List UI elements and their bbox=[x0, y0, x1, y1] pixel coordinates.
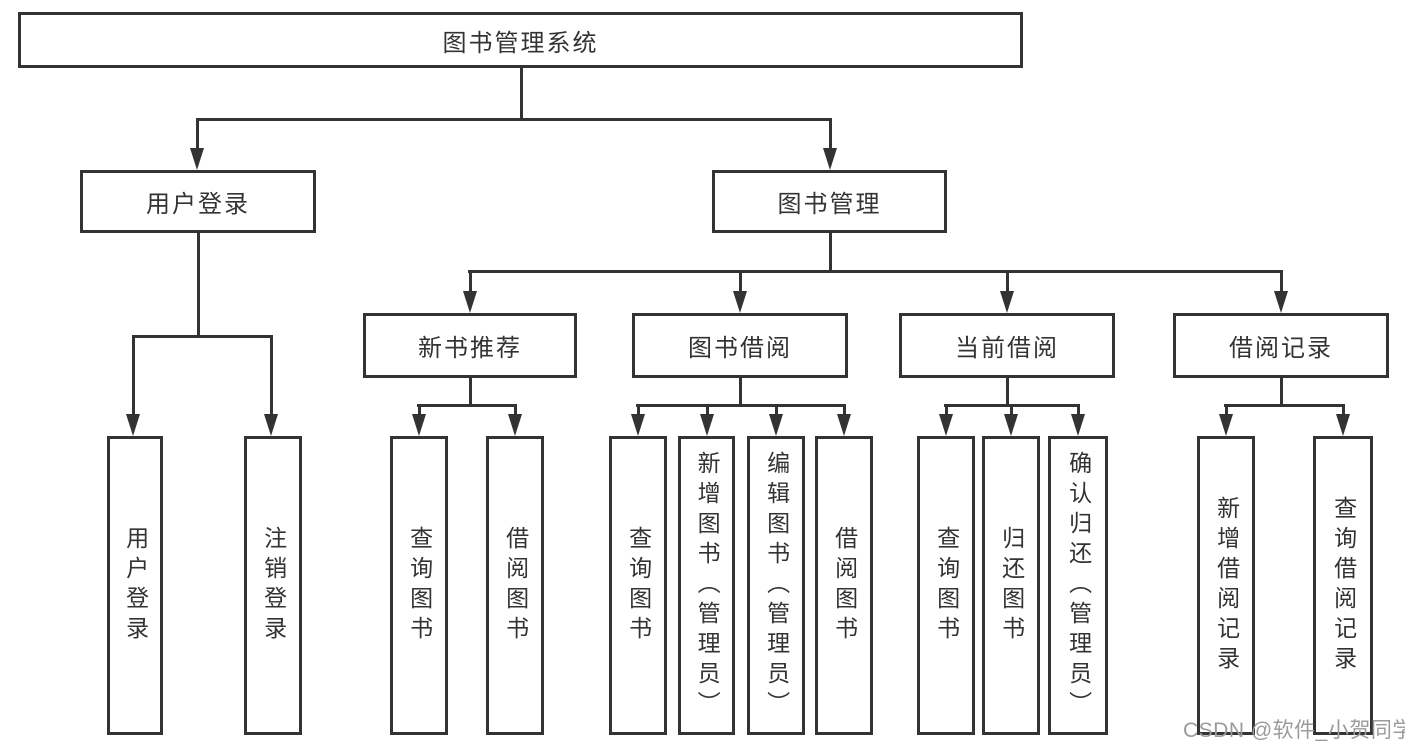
node-label: 用户登录 bbox=[146, 191, 250, 218]
arrow-down-icon bbox=[463, 291, 477, 313]
arrow-down-icon bbox=[1219, 414, 1233, 436]
connector-line bbox=[829, 233, 832, 272]
connector-line bbox=[520, 68, 523, 121]
node-library-system: 图书管理系统 bbox=[18, 12, 1023, 68]
leaf-query-books: 查询图书 bbox=[609, 436, 667, 735]
connector-line bbox=[468, 270, 1283, 273]
leaf-query-borrow-record: 查询借阅记录 bbox=[1313, 436, 1373, 735]
arrow-down-icon bbox=[508, 414, 522, 436]
connector-line bbox=[1010, 407, 1013, 416]
connector-line bbox=[706, 407, 709, 416]
arrow-down-icon bbox=[1000, 291, 1014, 313]
arrow-down-icon bbox=[837, 414, 851, 436]
connector-line bbox=[1006, 378, 1009, 407]
connector-line bbox=[1225, 407, 1228, 416]
arrow-down-icon bbox=[1274, 291, 1288, 313]
connector-line bbox=[945, 407, 948, 416]
leaf-label: 确认归还（管理员） bbox=[1065, 450, 1092, 721]
arrow-down-icon bbox=[823, 148, 837, 170]
node-label: 图书借阅 bbox=[688, 335, 792, 362]
node-label: 当前借阅 bbox=[955, 335, 1059, 362]
connector-line bbox=[469, 378, 472, 407]
node-label: 借阅记录 bbox=[1229, 335, 1333, 362]
connector-line bbox=[637, 407, 640, 416]
connector-line bbox=[636, 404, 846, 407]
leaf-logout: 注销登录 bbox=[244, 436, 302, 735]
connector-line bbox=[132, 335, 273, 338]
connector-line bbox=[944, 404, 1080, 407]
connector-line bbox=[270, 338, 273, 416]
leaf-query-books: 查询图书 bbox=[917, 436, 975, 735]
leaf-label: 借阅图书 bbox=[831, 525, 858, 646]
arrow-down-icon bbox=[1004, 414, 1018, 436]
connector-line bbox=[1077, 407, 1080, 416]
leaf-edit-books-admin: 编辑图书（管理员） bbox=[747, 436, 805, 735]
leaf-label: 新增借阅记录 bbox=[1213, 495, 1240, 676]
leaf-query-books: 查询图书 bbox=[390, 436, 448, 735]
arrow-down-icon bbox=[733, 291, 747, 313]
connector-line bbox=[829, 121, 832, 150]
arrow-down-icon bbox=[700, 414, 714, 436]
node-new-book-recommendation: 新书推荐 bbox=[363, 313, 577, 378]
leaf-add-books-admin: 新增图书（管理员） bbox=[678, 436, 735, 735]
arrow-down-icon bbox=[631, 414, 645, 436]
leaf-label: 注销登录 bbox=[260, 525, 287, 646]
leaf-label: 借阅图书 bbox=[502, 525, 529, 646]
connector-line bbox=[1342, 407, 1345, 416]
leaf-label: 新增图书（管理员） bbox=[694, 450, 721, 721]
connector-line bbox=[843, 407, 846, 416]
arrow-down-icon bbox=[412, 414, 426, 436]
connector-line bbox=[132, 338, 135, 416]
connector-line bbox=[1006, 273, 1009, 293]
csdn-watermark: CSDN @软件_小贺同学 bbox=[1183, 719, 1405, 742]
arrow-down-icon bbox=[126, 414, 140, 436]
connector-line bbox=[196, 121, 199, 150]
connector-line bbox=[418, 407, 421, 416]
leaf-borrow-books: 借阅图书 bbox=[486, 436, 544, 735]
leaf-label: 编辑图书（管理员） bbox=[763, 450, 790, 721]
leaf-label: 查询图书 bbox=[625, 525, 652, 646]
leaf-add-borrow-record: 新增借阅记录 bbox=[1197, 436, 1255, 735]
connector-line bbox=[1280, 273, 1283, 293]
node-user-login: 用户登录 bbox=[80, 170, 316, 233]
connector-line bbox=[514, 407, 517, 416]
leaf-label: 查询图书 bbox=[406, 525, 433, 646]
connector-line bbox=[775, 407, 778, 416]
connector-line bbox=[196, 118, 832, 121]
leaf-label: 归还图书 bbox=[998, 525, 1025, 646]
connector-line bbox=[1280, 378, 1283, 407]
node-book-borrowing: 图书借阅 bbox=[632, 313, 848, 378]
node-label: 图书管理系统 bbox=[442, 29, 599, 57]
leaf-return-books: 归还图书 bbox=[982, 436, 1040, 735]
connector-line bbox=[469, 273, 472, 293]
leaf-label: 用户登录 bbox=[122, 525, 149, 646]
arrow-down-icon bbox=[939, 414, 953, 436]
connector-line bbox=[197, 233, 200, 335]
connector-line bbox=[1224, 404, 1345, 407]
node-current-borrowing: 当前借阅 bbox=[899, 313, 1115, 378]
leaf-confirm-return-admin: 确认归还（管理员） bbox=[1048, 436, 1108, 735]
arrow-down-icon bbox=[1336, 414, 1350, 436]
connector-line bbox=[739, 378, 742, 407]
leaf-label: 查询借阅记录 bbox=[1330, 495, 1357, 676]
arrow-down-icon bbox=[1071, 414, 1085, 436]
leaf-borrow-books: 借阅图书 bbox=[815, 436, 873, 735]
connector-line bbox=[739, 273, 742, 293]
leaf-user-login: 用户登录 bbox=[107, 436, 163, 735]
leaf-label: 查询图书 bbox=[933, 525, 960, 646]
node-borrowing-records: 借阅记录 bbox=[1173, 313, 1389, 378]
connector-line bbox=[417, 404, 517, 407]
node-label: 图书管理 bbox=[777, 191, 882, 218]
arrow-down-icon bbox=[190, 148, 204, 170]
node-label: 新书推荐 bbox=[418, 335, 522, 362]
arrow-down-icon bbox=[769, 414, 783, 436]
arrow-down-icon bbox=[264, 414, 278, 436]
node-book-management: 图书管理 bbox=[712, 170, 947, 233]
